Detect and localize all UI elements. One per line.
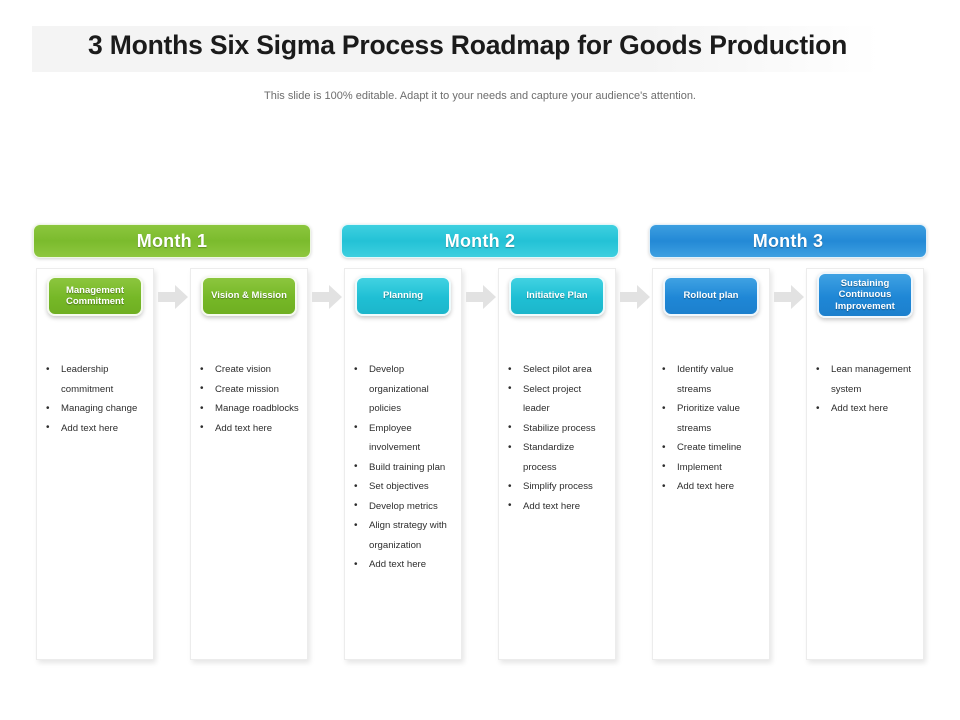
bullet-list-1: Leadership commitmentManaging changeAdd … <box>44 360 148 438</box>
stage-pill-3-label: Planning <box>382 290 424 302</box>
stage-pill-planning[interactable]: Planning <box>355 276 451 316</box>
stage-pill-management-commitment[interactable]: Management Commitment <box>47 276 143 316</box>
list-item: Add text here <box>198 418 302 439</box>
list-item: Implement <box>660 457 764 478</box>
stage-pill-vision-mission[interactable]: Vision & Mission <box>201 276 297 316</box>
stage-pill-5-label: Rollout plan <box>683 290 739 302</box>
list-item: Employee involvement <box>352 418 456 458</box>
month-header-3[interactable]: Month 3 <box>649 224 927 258</box>
list-item: Build training plan <box>352 457 456 478</box>
list-item: Lean management system <box>814 360 918 399</box>
stage-pill-sustaining-continuous-improvement[interactable]: Sustaining Continuous Improvement <box>817 272 913 318</box>
list-item: Create timeline <box>660 438 764 458</box>
list-item: Manage roadblocks <box>198 399 302 419</box>
list-item: Stabilize process <box>506 418 610 439</box>
month-header-2-label: Month 2 <box>444 230 516 251</box>
arrow-right-icon-2 <box>310 283 344 311</box>
list-item: Managing change <box>44 399 148 419</box>
stage-pill-rollout-plan[interactable]: Rollout plan <box>663 276 759 316</box>
list-item: Select pilot area <box>506 360 610 380</box>
list-item: Simplify process <box>506 477 610 497</box>
bullet-list-3: Develop organizational policiesEmployee … <box>352 360 456 575</box>
bullet-list-6: Lean management systemAdd text here <box>814 360 918 419</box>
list-item: Prioritize value streams <box>660 399 764 438</box>
list-item: Set objectives <box>352 477 456 497</box>
list-item: Add text here <box>44 418 148 439</box>
arrow-right-icon-5 <box>772 283 806 311</box>
list-item: Develop metrics <box>352 496 456 517</box>
list-item: Create mission <box>198 379 302 400</box>
title-background-band <box>32 26 880 72</box>
list-item: Add text here <box>352 555 456 575</box>
month-header-1[interactable]: Month 1 <box>33 224 311 258</box>
stage-pill-6-label: Sustaining Continuous Improvement <box>835 277 895 312</box>
bullet-list-4: Select pilot areaSelect project leaderSt… <box>506 360 610 516</box>
stage-pill-initiative-plan[interactable]: Initiative Plan <box>509 276 605 316</box>
arrow-right-icon-4 <box>618 283 652 311</box>
page-subtitle: This slide is 100% editable. Adapt it to… <box>264 90 696 102</box>
list-item: Identify value streams <box>660 360 764 399</box>
list-item: Standardize process <box>506 438 610 477</box>
list-item: Add text here <box>814 399 918 419</box>
month-header-3-label: Month 3 <box>752 230 824 251</box>
stage-pill-1-label: Management Commitment <box>65 284 125 308</box>
list-item: Align strategy with organization <box>352 516 456 555</box>
bullet-list-2: Create visionCreate missionManage roadbl… <box>198 360 302 438</box>
list-item: Leadership commitment <box>44 360 148 399</box>
stage-card-1[interactable] <box>36 268 154 660</box>
stage-pill-4-label: Initiative Plan <box>526 290 588 302</box>
month-header-1-label: Month 1 <box>136 230 208 251</box>
month-header-2[interactable]: Month 2 <box>341 224 619 258</box>
stage-card-2[interactable] <box>190 268 308 660</box>
bullet-list-5: Identify value streamsPrioritize value s… <box>660 360 764 497</box>
stage-card-6[interactable] <box>806 268 924 660</box>
stage-pill-2-label: Vision & Mission <box>211 290 287 302</box>
list-item: Develop organizational policies <box>352 360 456 419</box>
arrow-right-icon-1 <box>156 283 190 311</box>
arrow-right-icon-3 <box>464 283 498 311</box>
list-item: Add text here <box>506 496 610 517</box>
list-item: Add text here <box>660 477 764 497</box>
page-title: 3 Months Six Sigma Process Roadmap for G… <box>88 30 848 60</box>
list-item: Select project leader <box>506 379 610 419</box>
list-item: Create vision <box>198 360 302 380</box>
